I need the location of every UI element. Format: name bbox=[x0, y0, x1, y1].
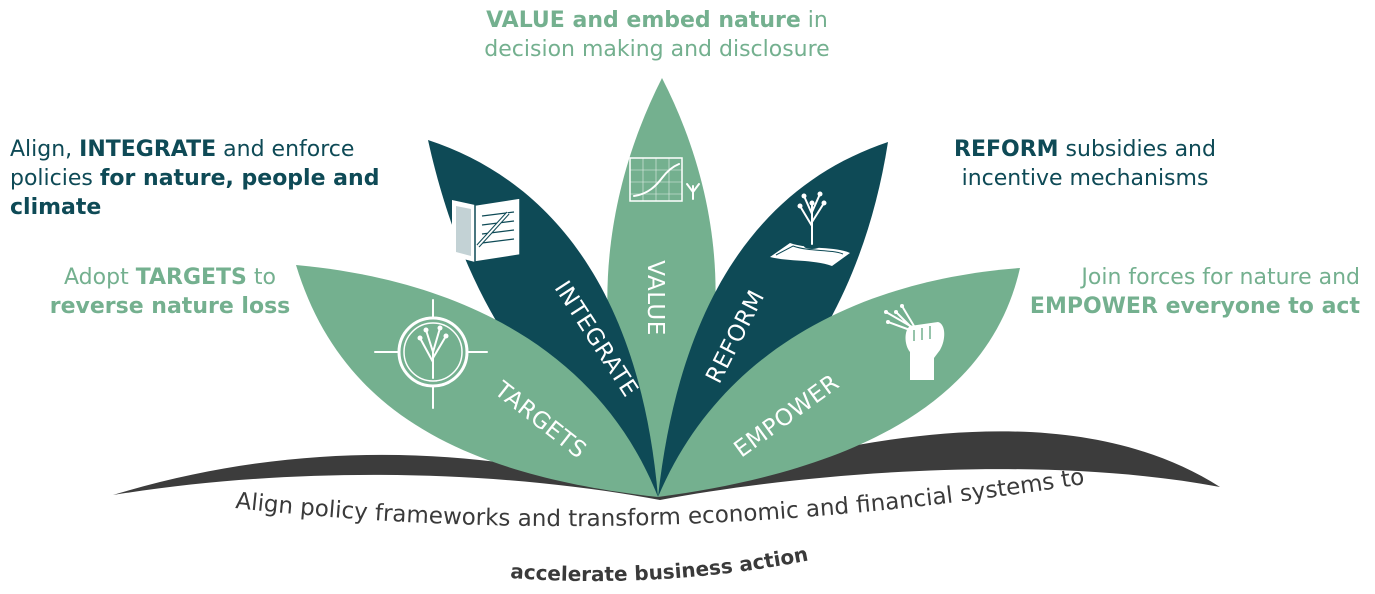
caption-value-after: in bbox=[800, 8, 828, 33]
notebook-pen-icon bbox=[452, 197, 521, 263]
petal-targets bbox=[296, 265, 658, 497]
caption-value: VALUE and embed nature in decision makin… bbox=[447, 6, 867, 64]
growth-chart-icon bbox=[617, 141, 700, 202]
base-line2: accelerate business action bbox=[510, 542, 810, 586]
caption-empower: Join forces for nature and EMPOWER every… bbox=[990, 263, 1360, 321]
petal-label-value: VALUE bbox=[642, 260, 668, 336]
caption-empower-line1: Join forces for nature and bbox=[1081, 265, 1360, 290]
caption-targets-pre: Adopt bbox=[64, 265, 136, 290]
caption-integrate: Align, INTEGRATE and enforce policies fo… bbox=[10, 135, 410, 222]
caption-integrate-pre: Align, bbox=[10, 137, 80, 162]
caption-reform-line2: incentive mechanisms bbox=[961, 166, 1209, 191]
base-line2-path: accelerate business action bbox=[510, 542, 810, 586]
caption-reform-after: subsidies and bbox=[1058, 137, 1216, 162]
crosshair-plant-icon bbox=[374, 299, 488, 409]
caption-targets: Adopt TARGETS to reverse nature loss bbox=[10, 263, 330, 321]
caption-value-bold: VALUE and embed nature bbox=[486, 8, 801, 33]
ground-shape bbox=[113, 431, 1220, 500]
caption-value-line2: decision making and disclosure bbox=[484, 37, 830, 62]
caption-reform: REFORM subsidies and incentive mechanism… bbox=[935, 135, 1235, 193]
caption-integrate-bold3: climate bbox=[10, 195, 102, 220]
money-plant-icon bbox=[770, 191, 850, 266]
caption-integrate-mid: and enforce bbox=[216, 137, 355, 162]
caption-targets-bold1: TARGETS bbox=[135, 265, 247, 290]
caption-integrate-line2pre: policies bbox=[10, 166, 100, 191]
caption-targets-after: to bbox=[246, 265, 276, 290]
caption-targets-bold2: reverse nature loss bbox=[49, 294, 291, 319]
caption-integrate-bold1: INTEGRATE bbox=[79, 137, 217, 162]
caption-empower-bold: EMPOWER everyone to act bbox=[1029, 294, 1360, 319]
caption-integrate-bold2: for nature, people and bbox=[99, 166, 380, 191]
raised-fist-plant-icon bbox=[884, 304, 945, 380]
caption-reform-bold: REFORM bbox=[954, 137, 1059, 162]
